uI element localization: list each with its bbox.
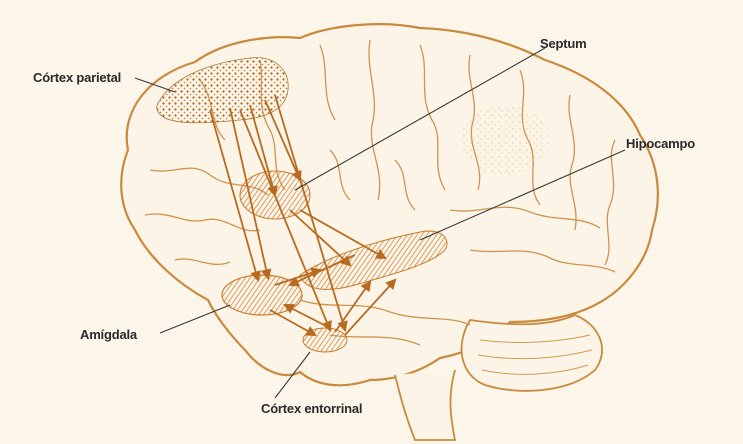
- label-cortex-entorrinal: Córtex entorrinal: [261, 401, 362, 416]
- amygdala-region: [222, 275, 302, 315]
- label-cortex-parietal: Córtex parietal: [33, 70, 121, 85]
- brainstem: [395, 370, 455, 440]
- label-hipocampo: Hipocampo: [626, 136, 695, 151]
- label-septum: Septum: [540, 36, 586, 51]
- label-amigdala: Amígdala: [80, 327, 137, 342]
- parietal-cortex-region: [157, 58, 288, 123]
